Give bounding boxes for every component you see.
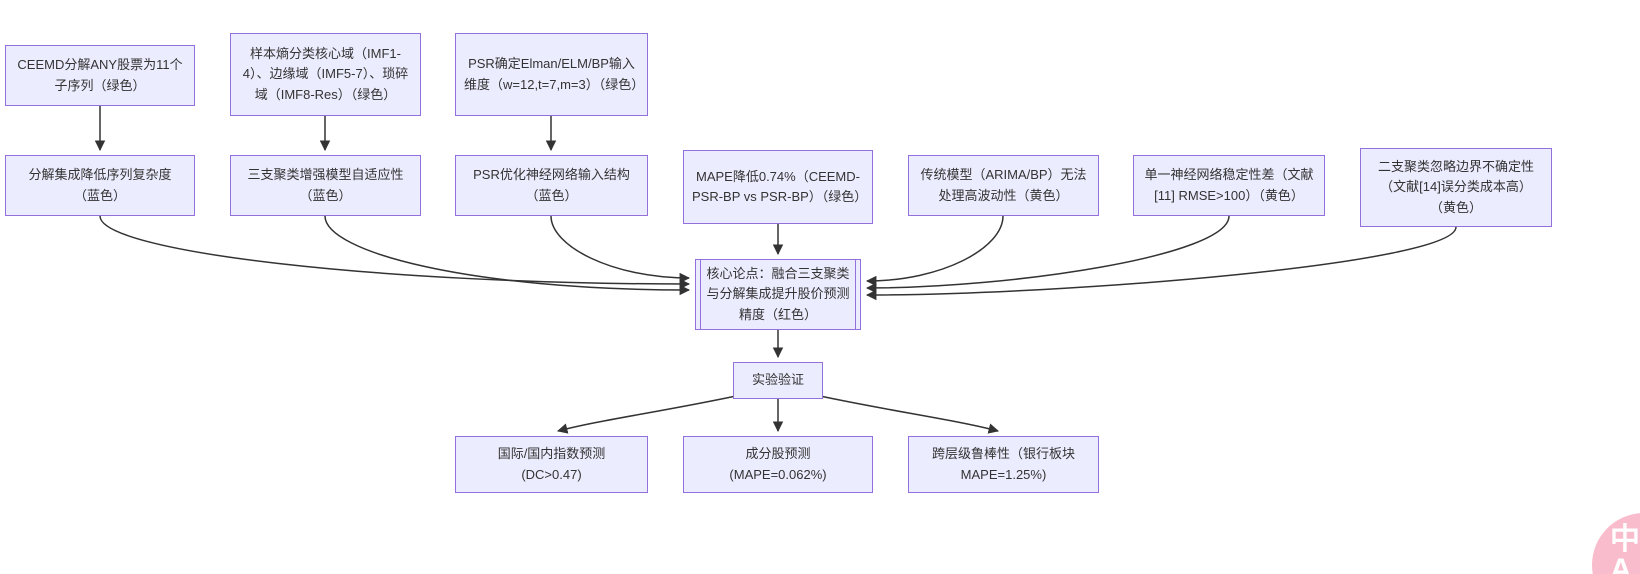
- edge-experiment-indexpred: [556, 395, 737, 434]
- node-twoway-boundary-limit: 二支聚类忽略边界不确定性（文献[14]误分类成本高） （黄色）: [1360, 148, 1552, 227]
- node-index-prediction: 国际/国内指数预测 (DC>0.47): [455, 436, 648, 493]
- node-sample-entropy: 样本熵分类核心域（IMF1-4）、边缘域（IMF5-7）、琐碎域（IMF8-Re…: [230, 33, 421, 116]
- translate-badge[interactable]: 中 A: [1592, 513, 1640, 574]
- translate-badge-glyphs: 中 A: [1610, 523, 1640, 574]
- edge-experiment-robustness: [819, 395, 1000, 434]
- node-single-nn-instability: 单一神经网络稳定性差（文献[11] RMSE>100）（黄色）: [1133, 155, 1325, 216]
- node-traditional-model-limit: 传统模型（ARIMA/BP）无法处理高波动性（黄色）: [908, 155, 1099, 216]
- node-core-thesis: 核心论点：融合三支聚类与分解集成提升股价预测精度（红色）: [695, 259, 861, 330]
- edge-psrstruct-core: [550, 215, 691, 284]
- node-mape-improvement: MAPE降低0.74%（CEEMD-PSR-BP vs PSR-BP）（绿色）: [683, 150, 873, 224]
- edge-threeway-core: [324, 215, 691, 296]
- node-psr-input-structure: PSR优化神经网络输入结构 （蓝色）: [455, 155, 648, 216]
- node-constituent-prediction: 成分股预测 (MAPE=0.062%): [683, 436, 873, 493]
- edge-singlenn-core: [865, 215, 1230, 294]
- node-ceemd-decompose: CEEMD分解ANY股票为11个子序列（绿色）: [5, 45, 195, 106]
- edge-twoway-core: [865, 226, 1457, 301]
- node-cross-level-robustness: 跨层级鲁棒性（银行板块 MAPE=1.25%): [908, 436, 1099, 493]
- edge-decompose-core: [99, 215, 691, 290]
- node-psr-input-dimension: PSR确定Elman/ELM/BP输入维度（w=12,t=7,m=3）（绿色）: [455, 33, 648, 116]
- node-decompose-complexity: 分解集成降低序列复杂度 （蓝色）: [5, 155, 195, 216]
- edge-traditional-core: [865, 215, 1004, 287]
- node-experiment-validation: 实验验证: [733, 362, 823, 399]
- node-threeway-adaptivity: 三支聚类增强模型自适应性 （蓝色）: [230, 155, 421, 216]
